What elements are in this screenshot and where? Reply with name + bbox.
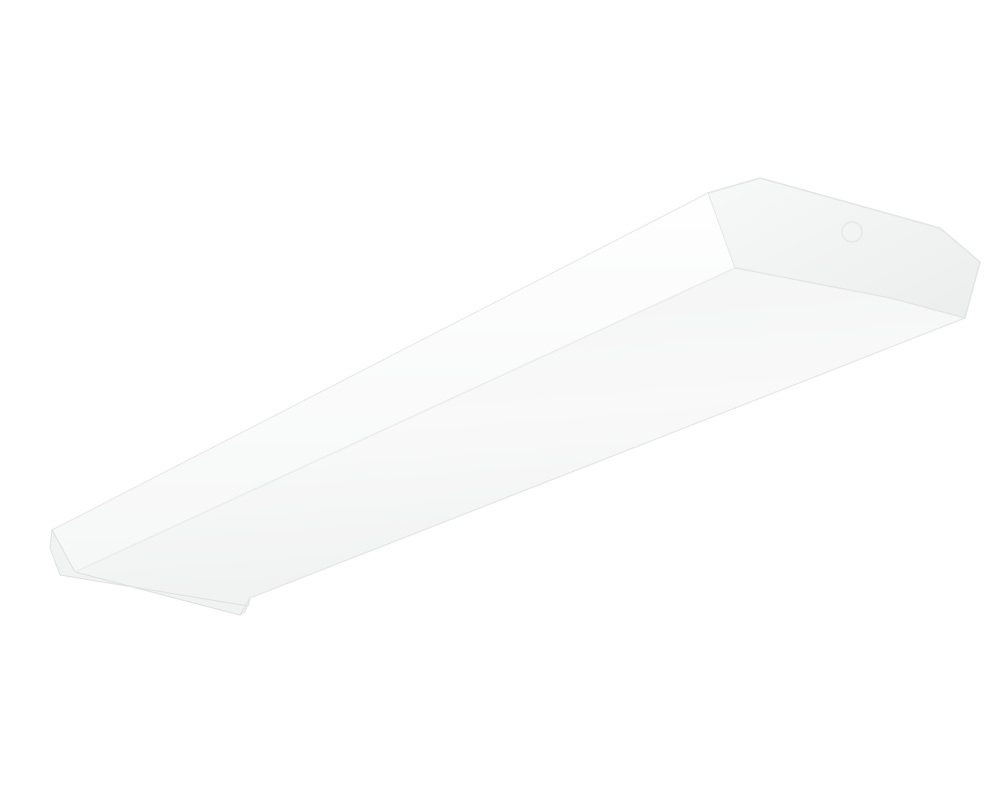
lens-fold-line bbox=[74, 267, 736, 573]
lens-bottom-edge bbox=[249, 317, 966, 599]
left-end-cap bbox=[49, 528, 251, 616]
mounting-hole-icon bbox=[841, 221, 863, 243]
